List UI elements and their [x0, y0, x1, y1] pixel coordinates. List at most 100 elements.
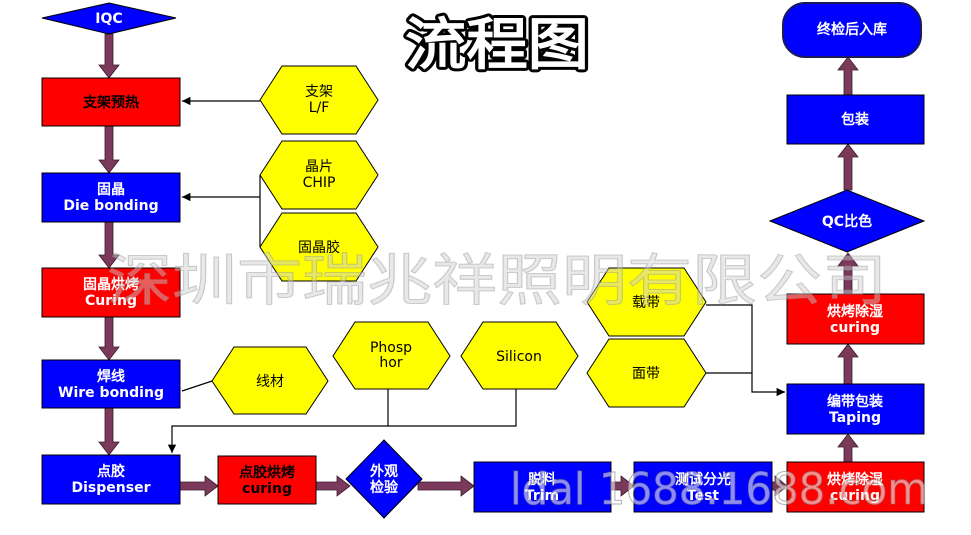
connector-silicon — [167, 389, 517, 453]
trim-label-cn: 脱料 — [528, 471, 556, 488]
packing-box — [786, 94, 925, 145]
step-dispense-curing: 点胶烘烤 curing — [217, 455, 317, 505]
test-label-cn: 测试分光 — [675, 471, 731, 488]
die-curing-box — [41, 267, 181, 318]
die-curing-label-cn: 固晶烘烤 — [83, 276, 139, 293]
arrow-preheat-to-die-bonding — [98, 125, 120, 174]
material-cover-tape: 面带 — [586, 338, 707, 408]
dehumidify-top-label-cn: 烘烤除湿 — [827, 303, 883, 320]
taping-label-cn: 编带包装 — [827, 393, 884, 410]
die-curing-label-en: Curing — [85, 293, 137, 309]
visual-inspection-label-1: 外观 — [370, 463, 398, 480]
material-silicon: Silicon — [460, 321, 579, 390]
dehumidify-bottom-box — [786, 461, 925, 513]
chip-hexagon — [259, 140, 379, 210]
phosphor-label-2: hor — [379, 355, 402, 371]
chip-label-en: CHIP — [303, 175, 336, 191]
material-phosphor: Phosp hor — [332, 321, 451, 390]
step-die-bonding: 固晶 Die bonding — [41, 172, 181, 223]
process-arrows — [98, 33, 859, 497]
step-dispenser: 点胶 Dispenser — [41, 454, 181, 505]
taping-box — [786, 383, 925, 435]
iqc-label: IQC — [95, 11, 122, 27]
lead-frame-label-en: L/F — [309, 100, 330, 116]
dispenser-box — [41, 454, 181, 505]
packing-label: 包装 — [841, 111, 870, 128]
connector-carrier-tape — [706, 304, 785, 397]
page-title: 流程图 — [405, 13, 589, 78]
carrier-tape-label: 载带 — [632, 295, 660, 311]
die-bonding-label-cn: 固晶 — [97, 182, 125, 198]
qc-color-label: QC比色 — [822, 213, 872, 230]
final-storage-label: 终检后入库 — [817, 21, 887, 38]
lead-frame-hexagon — [259, 65, 379, 135]
arrow-die-bonding-to-curing — [98, 221, 120, 269]
step-final-storage: 终检后入库 — [782, 2, 922, 58]
arrow-taping-to-dehumidify — [837, 343, 859, 385]
connector-wire — [181, 380, 213, 392]
cover-tape-hexagon — [586, 338, 707, 408]
arrow-dispenser-to-dispense-curing — [179, 475, 219, 497]
chip-label-cn: 晶片 — [305, 159, 333, 175]
iqc-diamond — [41, 2, 177, 35]
step-frame-preheat: 支架预热 — [41, 77, 181, 127]
site-watermark: ldal 1688.1688.com — [510, 464, 928, 515]
die-glue-label: 固晶胶 — [298, 239, 340, 256]
arrow-wire-bonding-to-dispenser — [98, 407, 120, 456]
step-visual-inspection: 外观 检验 — [345, 439, 423, 519]
test-label-en: Test — [687, 488, 720, 504]
die-glue-hexagon — [259, 212, 379, 282]
arrow-qc-to-packing — [837, 143, 859, 191]
wire-bonding-box — [41, 359, 181, 409]
step-wire-bonding: 焊线 Wire bonding — [41, 359, 181, 409]
wire-bonding-label-en: Wire bonding — [58, 385, 164, 401]
trim-box — [473, 461, 612, 513]
trim-label-en: Trim — [525, 488, 559, 504]
taping-label-en: Taping — [829, 410, 881, 426]
dehumidify-bottom-label-en: curing — [830, 488, 880, 504]
die-bonding-label-en: Die bonding — [63, 198, 158, 214]
dehumidify-top-label-en: curing — [830, 320, 880, 336]
visual-inspection-diamond — [345, 439, 423, 519]
step-trim: 脱料 Trim — [473, 461, 612, 513]
dispense-curing-box — [217, 455, 317, 505]
dispenser-label-en: Dispenser — [72, 480, 151, 496]
material-lead-frame: 支架 L/F — [259, 65, 379, 135]
phosphor-hexagon — [332, 321, 451, 390]
material-carrier-tape: 载带 — [586, 267, 707, 337]
wire-hexagon — [211, 346, 329, 415]
material-chip: 晶片 CHIP — [259, 140, 379, 210]
test-box — [633, 461, 773, 513]
phosphor-label-1: Phosp — [370, 340, 412, 356]
step-iqc: IQC — [41, 2, 177, 35]
step-qc-color: QC比色 — [768, 189, 926, 253]
arrow-dehumidify-to-qc — [837, 252, 859, 295]
frame-preheat-label: 支架预热 — [82, 94, 139, 111]
cover-tape-label: 面带 — [632, 366, 660, 382]
arrow-dehumidify-to-taping — [837, 433, 859, 463]
step-packing: 包装 — [786, 94, 925, 145]
dispense-curing-label-cn: 点胶烘烤 — [239, 464, 295, 481]
arrow-trim-to-test — [610, 475, 635, 497]
frame-preheat-box — [41, 77, 181, 127]
step-test: 测试分光 Test — [633, 461, 773, 513]
dehumidify-bottom-label-cn: 烘烤除湿 — [827, 471, 883, 488]
step-die-curing: 固晶烘烤 Curing — [41, 267, 181, 318]
company-watermark: 深圳市瑞兆祥照明有限公司 — [107, 249, 887, 314]
arrow-iqc-to-preheat — [98, 33, 120, 79]
material-connectors — [167, 96, 785, 453]
final-storage-box — [782, 2, 922, 58]
die-bonding-box — [41, 172, 181, 223]
silicon-label: Silicon — [496, 349, 542, 365]
dispense-curing-label-en: curing — [242, 481, 292, 497]
dispenser-label-cn: 点胶 — [97, 463, 125, 480]
silicon-hexagon — [460, 321, 579, 390]
carrier-tape-hexagon — [586, 267, 707, 337]
step-dehumidify-bottom: 烘烤除湿 curing — [786, 461, 925, 513]
step-taping: 编带包装 Taping — [786, 383, 925, 435]
wire-label: 线材 — [256, 374, 284, 390]
dehumidify-top-box — [786, 293, 925, 345]
material-die-glue: 固晶胶 — [259, 212, 379, 282]
material-wire: 线材 — [211, 346, 329, 415]
